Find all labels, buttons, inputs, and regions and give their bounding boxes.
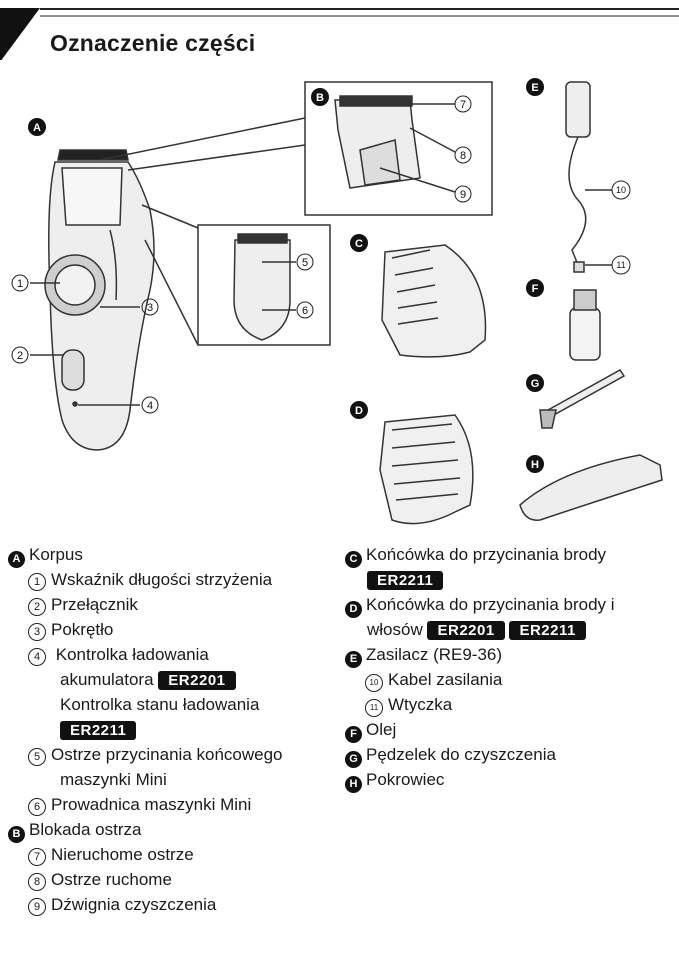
model-badge: ER2211 (509, 621, 586, 640)
badge-B-icon: B (8, 826, 25, 843)
adapter-illustration (565, 81, 591, 138)
badge-D-icon: D (345, 601, 362, 618)
num-3-icon: 3 (28, 623, 46, 641)
callout-A: A (33, 122, 41, 134)
callout-H: H (531, 459, 539, 471)
callout-1: 1 (17, 278, 23, 290)
badge-G-icon: G (345, 751, 362, 768)
callout-B: B (316, 92, 324, 104)
callout-7: 7 (460, 99, 466, 111)
callout-D: D (355, 405, 363, 417)
num-5-icon: 5 (28, 748, 46, 766)
callout-3: 3 (147, 302, 153, 314)
badge-C-icon: C (345, 551, 362, 568)
model-badge: ER2201 (427, 621, 505, 640)
brush-illustration (546, 369, 626, 417)
callout-4: 4 (147, 400, 153, 412)
section-header-bar (0, 8, 679, 60)
model-badge: ER2211 (60, 721, 137, 740)
num-8-icon: 8 (28, 873, 46, 891)
oil-bottle-illustration (569, 307, 601, 361)
num-9-icon: 9 (28, 898, 46, 916)
parts-illustration: A B C D E F G H 1 3 2 4 7 8 9 5 6 10 11 (11, 78, 663, 525)
section-title: Oznaczenie części (50, 30, 256, 56)
num-2-icon: 2 (28, 598, 46, 616)
num-1-icon: 1 (28, 573, 46, 591)
badge-F-icon: F (345, 726, 362, 743)
legend-item-4: 4 Kontrolka ładowania (8, 642, 283, 667)
num-11-icon: 11 (365, 699, 383, 717)
callout-E: E (531, 82, 538, 94)
badge-A-icon: A (8, 551, 25, 568)
num-4-icon: 4 (28, 648, 46, 666)
model-badge: ER2201 (158, 671, 236, 690)
callout-9: 9 (460, 189, 466, 201)
callout-5: 5 (302, 257, 308, 269)
num-7-icon: 7 (28, 848, 46, 866)
badge-E-icon: E (345, 651, 362, 668)
callout-10: 10 (616, 185, 626, 195)
callout-C: C (355, 238, 363, 250)
beard-comb-illustration (381, 244, 487, 358)
num-10-icon: 10 (365, 674, 383, 692)
callout-F: F (532, 283, 539, 295)
model-badge: ER2211 (367, 571, 444, 590)
callout-8: 8 (460, 150, 466, 162)
hair-comb-illustration (379, 414, 474, 525)
badge-H-icon: H (345, 776, 362, 793)
num-6-icon: 6 (28, 798, 46, 816)
callout-11: 11 (616, 260, 625, 270)
callout-6: 6 (302, 305, 308, 317)
pouch-illustration (519, 454, 663, 521)
callout-G: G (531, 378, 540, 390)
callout-2: 2 (17, 350, 23, 362)
